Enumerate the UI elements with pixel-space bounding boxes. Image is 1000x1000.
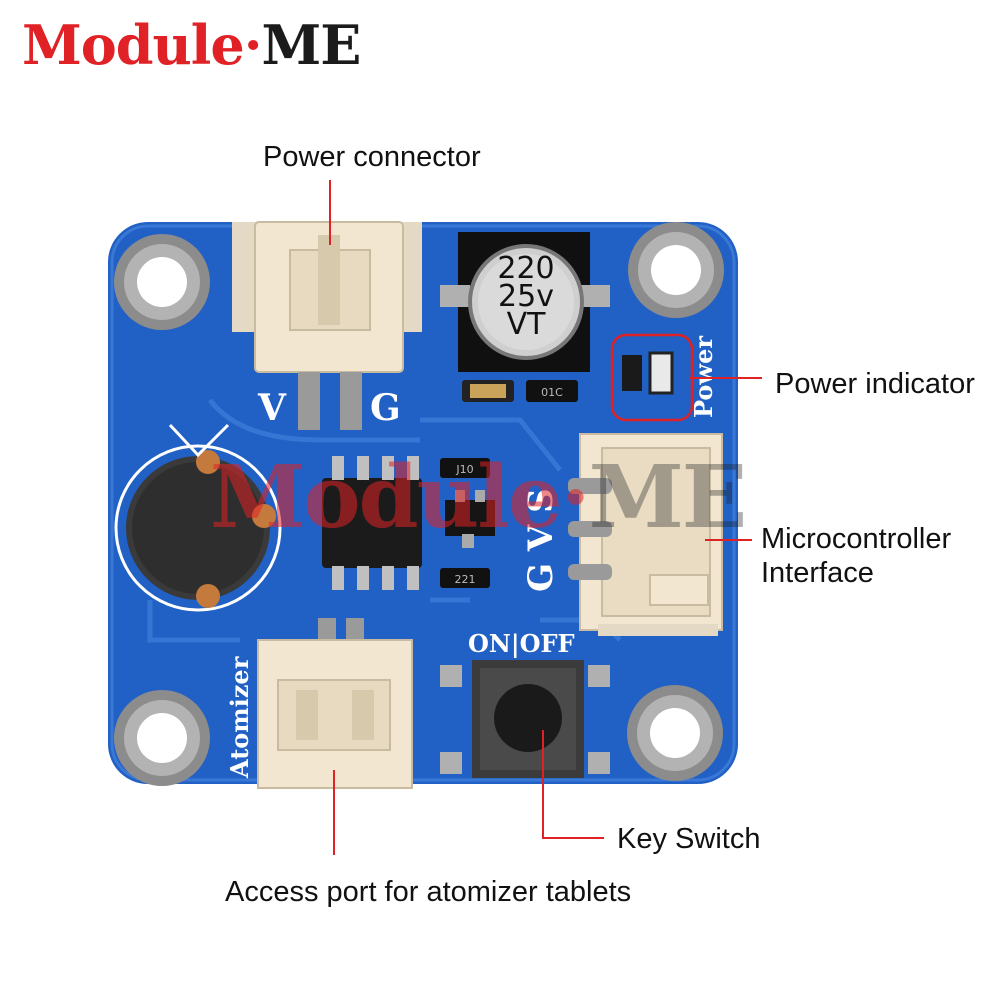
brand-logo-dot: ·	[243, 13, 263, 77]
atomizer-connector	[257, 618, 413, 789]
callout-power-connector: Power connector	[263, 141, 481, 173]
mounting-hole-tl	[114, 234, 210, 330]
smd-resistor-01c: 01C	[526, 380, 578, 402]
smd-221-label: 221	[455, 573, 476, 586]
watermark-left: Module	[210, 447, 563, 548]
brand-logo: Module·ME	[22, 18, 361, 72]
inductor	[114, 423, 282, 612]
watermark-dot: ·	[560, 447, 591, 548]
callout-mcu-interface-line2: Interface	[761, 556, 874, 589]
silk-gvs: G V S	[521, 488, 561, 592]
silk-power: Power	[689, 336, 718, 418]
capacitor-label-1: 220	[497, 251, 554, 286]
transistor	[445, 490, 495, 548]
smd-j10	[440, 458, 490, 478]
smd-j10-label: J10	[455, 463, 473, 476]
key-switch	[440, 660, 610, 778]
capacitor: 220 25v VT	[440, 232, 610, 372]
smd-resistor-01c-label: 01C	[541, 386, 563, 399]
capacitor-label-2: 25v	[498, 279, 554, 314]
mounting-hole-bl	[114, 690, 210, 786]
watermark-right: ME	[588, 447, 748, 548]
brand-logo-right: ME	[261, 13, 362, 77]
mcu-interface-connector	[568, 433, 723, 636]
mounting-hole-br	[627, 685, 723, 781]
mounting-hole-tr	[628, 222, 724, 318]
power-connector	[232, 221, 422, 430]
callout-mcu-interface-line1: Microcontroller	[761, 523, 952, 555]
smd-221	[440, 568, 490, 588]
callout-lines	[329, 180, 762, 855]
silk-atomizer: Atomizer	[225, 656, 254, 779]
callout-power-indicator: Power indicator	[775, 368, 975, 400]
silk-g: G	[370, 387, 401, 429]
silk-v: V	[257, 387, 287, 429]
callout-atomizer-port: Access port for atomizer tablets	[225, 876, 632, 908]
ic-chip	[322, 456, 422, 590]
brand-logo-left: Module	[22, 13, 245, 77]
watermark: Module·ME	[210, 455, 747, 541]
callout-mcu-interface: Microcontroller Interface	[761, 523, 951, 591]
callout-key-switch: Key Switch	[617, 823, 761, 855]
silk-onoff: ON|OFF	[468, 629, 575, 658]
capacitor-label-3: VT	[507, 307, 547, 342]
